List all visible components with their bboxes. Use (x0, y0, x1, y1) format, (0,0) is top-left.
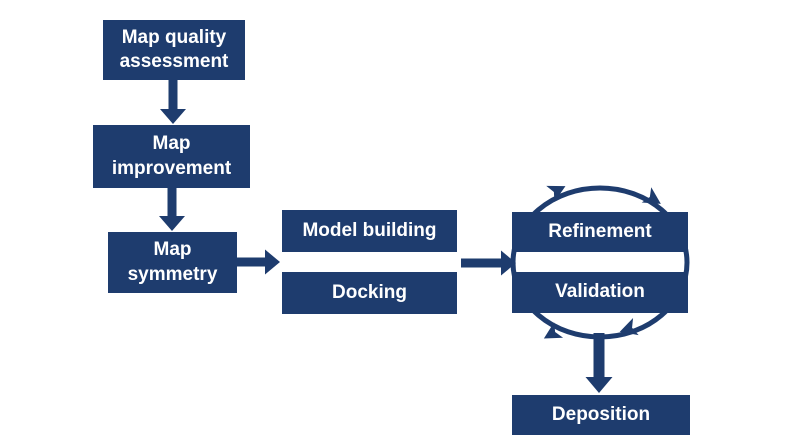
node-map-symmetry: Map symmetry (108, 232, 237, 293)
node-docking: Docking (282, 272, 457, 314)
refinement-validation-cycle (510, 185, 690, 340)
node-map-improvement: Map improvement (93, 125, 250, 188)
node-refinement: Refinement (512, 212, 688, 252)
node-model-building: Model building (282, 210, 457, 252)
node-validation: Validation (512, 272, 688, 313)
cycle-arrowhead-top-left-icon (546, 185, 566, 202)
node-map-quality-assessment: Map quality assessment (103, 20, 245, 80)
cycle-arrowhead-bottom-left-icon (543, 322, 564, 339)
cycle-arrowhead-top-right-icon (641, 187, 661, 204)
node-deposition: Deposition (512, 395, 690, 435)
arrow-improvement-to-symmetry (159, 188, 185, 231)
arrow-quality-to-improvement (160, 80, 186, 124)
cycle-arrowhead-bottom-right-icon (619, 318, 639, 336)
arrow-symmetry-to-modeling (237, 249, 280, 275)
cycle-ellipse (510, 185, 690, 340)
arrow-cycle-to-deposition (585, 333, 613, 393)
arrow-modeling-to-cycle (461, 250, 516, 276)
